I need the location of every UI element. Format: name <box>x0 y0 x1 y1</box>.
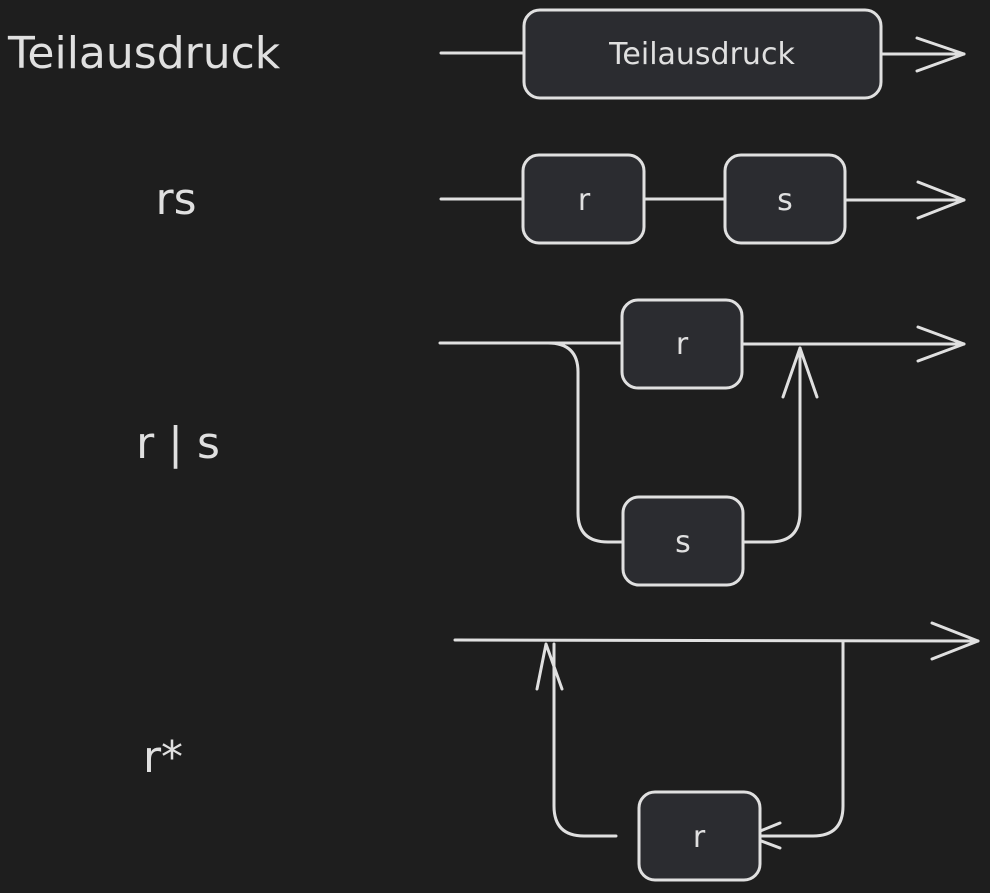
row-kleene-star: r* r <box>143 621 980 882</box>
row-label-alternation: r | s <box>136 418 220 469</box>
node-label-teilausdruck: Teilausdruck <box>608 37 795 72</box>
node-label-r: r <box>676 327 689 362</box>
node-label-r: r <box>693 820 706 855</box>
node-label-s: s <box>675 525 691 560</box>
row-label-concatenation: rs <box>155 174 196 225</box>
row-label-kleene-star: r* <box>143 732 183 783</box>
branch-line-up <box>741 346 802 544</box>
node-label-r: r <box>578 183 591 218</box>
loop-line-up <box>552 642 618 838</box>
arrow-head-icon <box>915 36 966 73</box>
row-alternation: r | s r s <box>136 298 966 587</box>
loop-line-down <box>746 640 845 838</box>
main-line <box>453 638 980 643</box>
merge-arrow-icon <box>781 346 819 399</box>
arrow-head-icon <box>916 325 966 363</box>
node-box-r <box>637 790 762 882</box>
row-teilausdruck: Teilausdruck Teilausdruck <box>7 8 966 100</box>
arrow-head-icon <box>930 621 980 661</box>
row-label-teilausdruck: Teilausdruck <box>7 28 281 79</box>
arrow-head-icon <box>916 180 966 220</box>
branch-line-down <box>546 341 625 544</box>
node-label-s: s <box>777 183 793 218</box>
row-concatenation: rs r s <box>155 153 966 245</box>
loop-return-arrow-icon <box>535 642 564 691</box>
